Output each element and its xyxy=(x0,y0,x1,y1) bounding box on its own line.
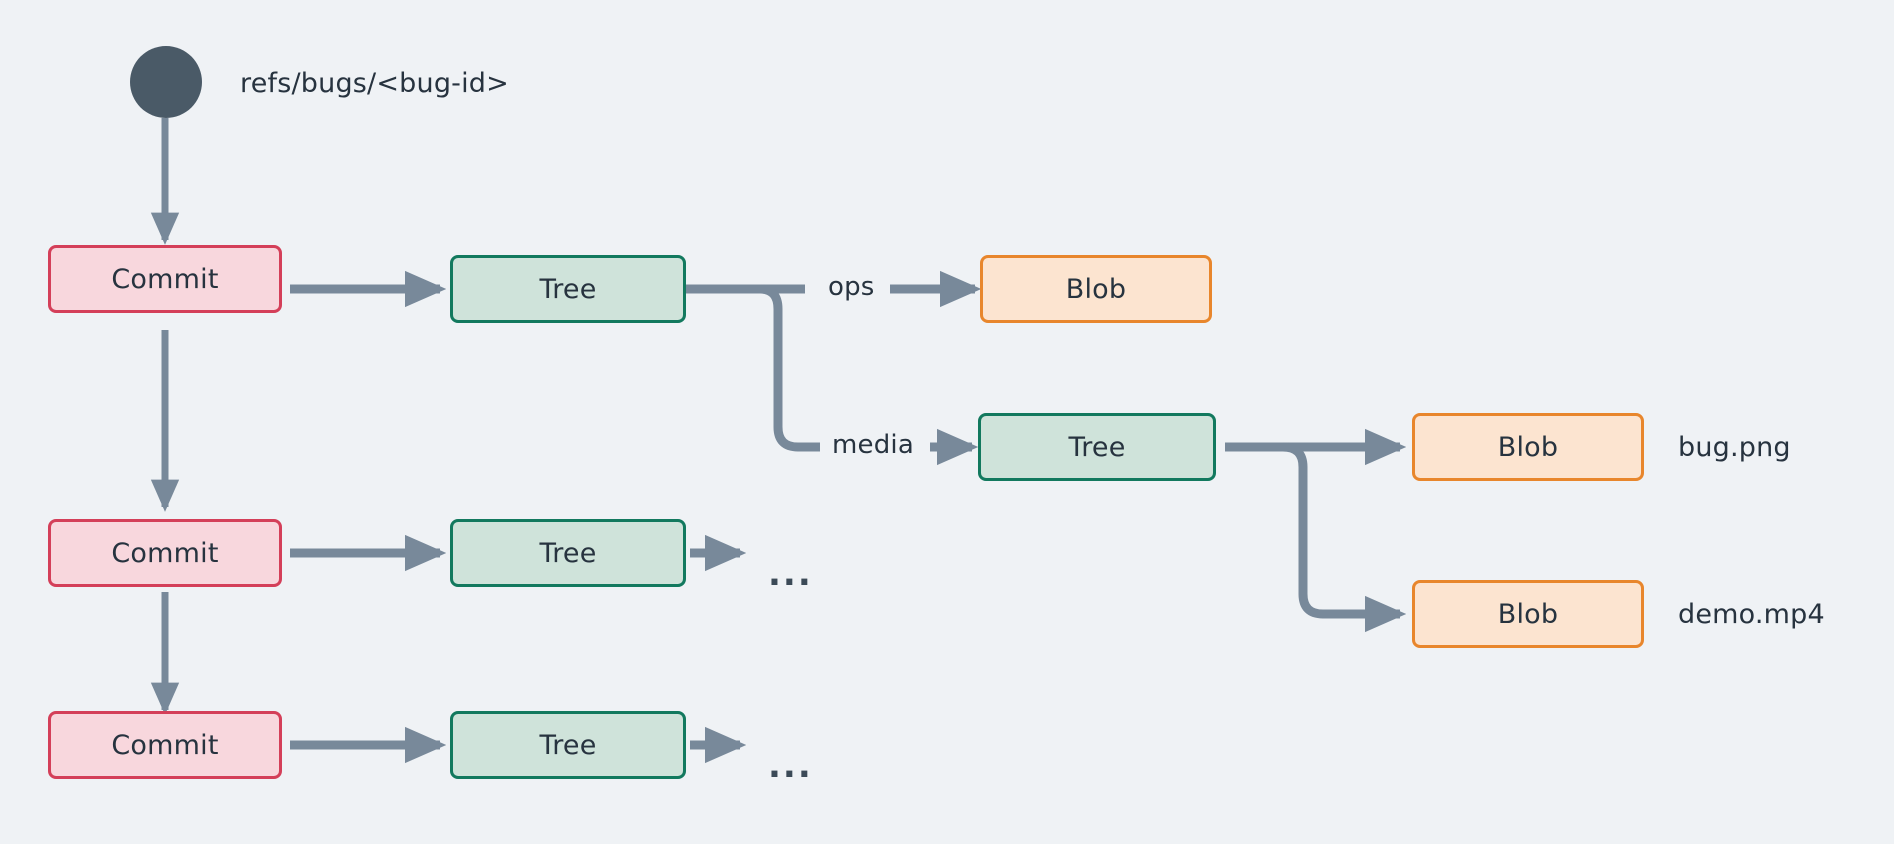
node-label: Tree xyxy=(1068,431,1126,463)
ref-name-label: refs/bugs/<bug-id> xyxy=(240,68,509,99)
node-tree-media[interactable]: Tree xyxy=(978,413,1216,481)
node-label: Tree xyxy=(539,537,597,569)
ref-head-dot xyxy=(130,46,202,118)
node-tree-1[interactable]: Tree xyxy=(450,255,686,323)
node-label: Blob xyxy=(1497,431,1559,463)
edge-label-media: media xyxy=(828,430,918,460)
node-label: Commit xyxy=(111,537,219,569)
edge-tree1-elbow-to-media xyxy=(700,284,820,452)
node-tree-3[interactable]: Tree xyxy=(450,711,686,779)
file-label-bug-png: bug.png xyxy=(1678,432,1791,463)
node-commit-1[interactable]: Commit xyxy=(48,245,282,313)
node-label: Tree xyxy=(539,729,597,761)
file-label-demo-mp4: demo.mp4 xyxy=(1678,599,1825,630)
ellipsis-row-3: ... xyxy=(768,746,813,786)
node-label: Commit xyxy=(111,729,219,761)
node-commit-3[interactable]: Commit xyxy=(48,711,282,779)
node-blob-bug-png[interactable]: Blob xyxy=(1412,413,1644,481)
node-label: Commit xyxy=(111,263,219,295)
node-label: Blob xyxy=(1065,273,1127,305)
node-label: Blob xyxy=(1497,598,1559,630)
node-tree-2[interactable]: Tree xyxy=(450,519,686,587)
edge-treemedia-to-blob-demo xyxy=(1240,442,1407,633)
node-blob-ops[interactable]: Blob xyxy=(980,255,1212,323)
edge-label-ops: ops xyxy=(824,272,879,302)
node-commit-2[interactable]: Commit xyxy=(48,519,282,587)
ellipsis-row-2: ... xyxy=(768,554,813,594)
node-label: Tree xyxy=(539,273,597,305)
node-blob-demo-mp4[interactable]: Blob xyxy=(1412,580,1644,648)
